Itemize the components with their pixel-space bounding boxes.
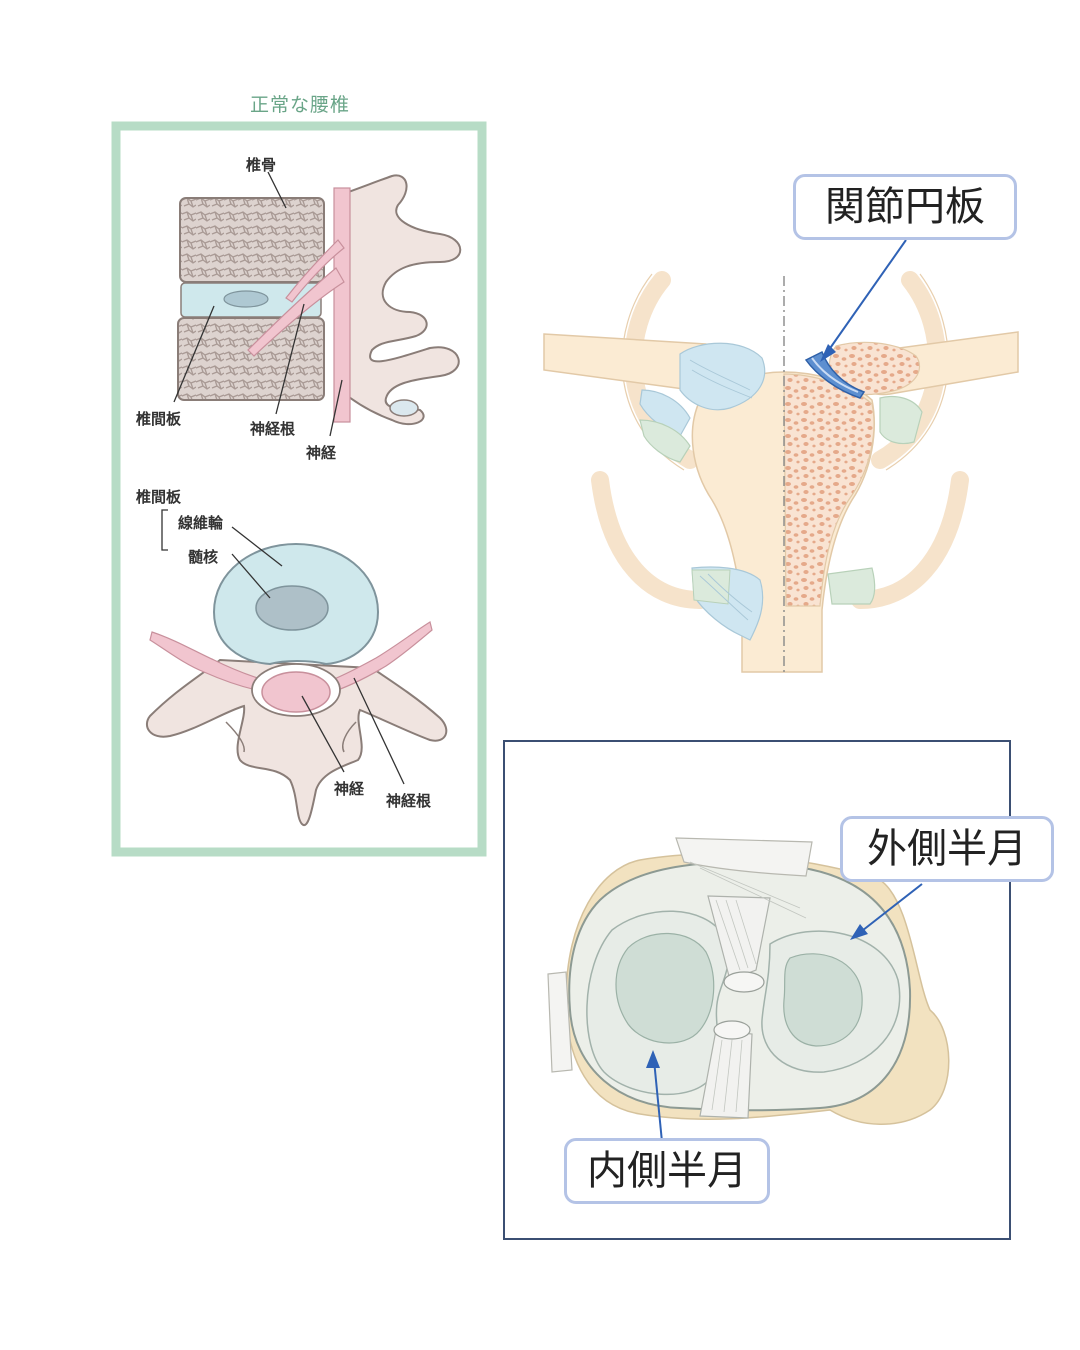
axial-vertebra — [145, 542, 448, 827]
label-disc-top: 椎間板 — [136, 488, 182, 506]
callout-lateral-meniscus: 外側半月 — [840, 816, 1054, 882]
label-nerve-root-side: 神経根 — [250, 420, 296, 438]
knee-frame — [503, 740, 1011, 1240]
label-nerve-root-axial: 神経根 — [386, 792, 432, 810]
label-annulus: 線維輪 — [178, 514, 224, 532]
callout-articular-disc: 関節円板 — [793, 174, 1017, 240]
label-vertebra: 椎骨 — [246, 156, 277, 174]
label-nerve-side: 神経 — [306, 444, 337, 462]
callout-medial-meniscus: 内側半月 — [564, 1138, 770, 1204]
vertebra-lower — [177, 317, 325, 401]
nerve-root-side — [247, 267, 345, 357]
facet-oval — [389, 399, 419, 417]
label-nucleus: 髄核 — [188, 548, 219, 566]
spine-panel-title: 正常な腰椎 — [249, 94, 350, 116]
label-disc-side: 椎間板 — [136, 410, 182, 428]
dural-sac — [261, 671, 331, 713]
vertebra-upper — [179, 197, 325, 283]
articular-disc — [804, 350, 866, 399]
nucleus-axial — [255, 585, 329, 631]
nucleus-side — [223, 290, 269, 308]
label-nerve-axial: 神経 — [334, 780, 365, 798]
spine-frame — [111, 121, 487, 857]
